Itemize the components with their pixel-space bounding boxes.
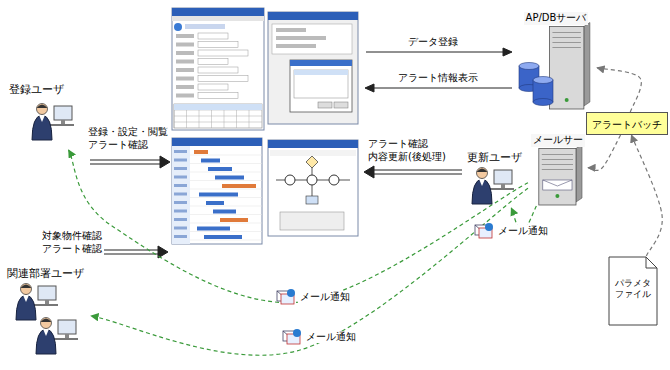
edge-label: メール通知	[496, 225, 550, 237]
server-icon: メールサー	[528, 128, 588, 206]
arrow-label: データ登録	[408, 36, 488, 49]
edge-label: メール通知	[298, 291, 352, 303]
screenshot-form	[172, 8, 264, 130]
arrow-label: アラート確認 内容更新(後処理)	[368, 138, 468, 163]
edge-label: メール通知	[304, 331, 358, 343]
mail-connector	[69, 150, 528, 303]
mail-connector	[631, 135, 662, 256]
user-figure: 関連部署ユーザ	[6, 262, 91, 356]
server-icon: AP/DBサーバ	[515, 6, 597, 110]
node-text: アラートバッチ	[589, 115, 665, 136]
person-icon	[32, 104, 74, 141]
node-text: 更新ユーザ	[466, 151, 523, 165]
user-figure: 更新ユーザ	[466, 146, 529, 208]
batch-box: アラートバッチ	[586, 112, 668, 135]
mail-icon	[474, 222, 494, 239]
document-icon: パラメタ ファイル	[608, 256, 658, 326]
node-text: メールサー	[531, 134, 585, 147]
person-icon	[472, 168, 514, 205]
person-icon	[36, 318, 78, 355]
arrow-label: アラート情報表示	[398, 72, 498, 85]
screenshot-gantt	[172, 138, 262, 244]
arrow-label: 対象物件確認 アラート確認	[42, 230, 106, 255]
flow-arrows	[90, 48, 512, 258]
mail-connector	[588, 135, 621, 170]
node-text: AP/DBサーバ	[524, 12, 589, 25]
arrow-label: 登録・設定・閲覧 アラート確認	[88, 126, 172, 151]
mail-icon	[282, 328, 302, 345]
mail-connector	[91, 188, 528, 355]
node-text: 関連部署ユーザ	[6, 267, 85, 281]
node-text: パラメタ ファイル	[612, 278, 654, 301]
mail-icon	[276, 288, 296, 305]
mail-connector	[597, 68, 641, 112]
user-figure: 登録ユーザ	[8, 78, 88, 150]
screenshot-dialog	[268, 12, 358, 124]
person-icon	[16, 284, 58, 321]
node-text: 登録ユーザ	[8, 83, 65, 97]
screenshot-flow	[268, 140, 358, 236]
